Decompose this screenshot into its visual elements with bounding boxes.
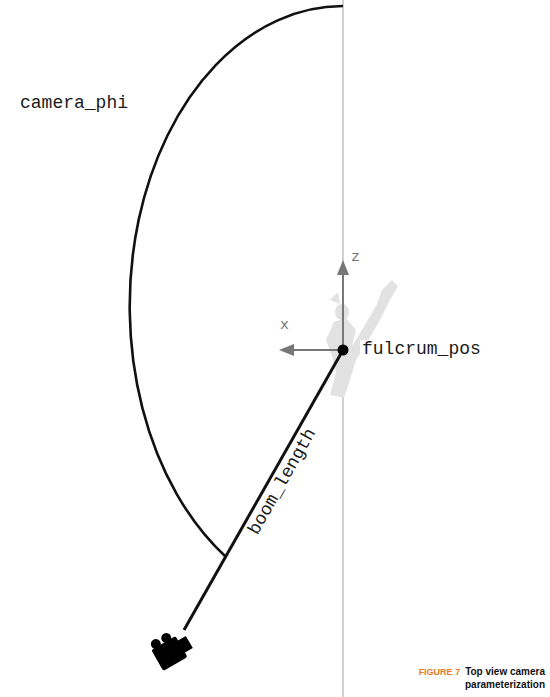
axis-label: x bbox=[280, 318, 289, 335]
character-silhouette bbox=[326, 280, 398, 398]
figure-caption: Top view camera parameterization bbox=[465, 666, 545, 690]
figure-number: FIGURE 7 bbox=[419, 667, 461, 677]
fulcrum-dot bbox=[338, 345, 349, 356]
phi-arc bbox=[130, 6, 343, 557]
caption-box: FIGURE 7 Top view camera parameterization bbox=[367, 666, 545, 691]
axes bbox=[279, 260, 349, 356]
angle-label: camera_phi bbox=[20, 94, 128, 114]
boom-line bbox=[184, 350, 343, 630]
axis-label: z bbox=[351, 250, 360, 267]
camera-icon bbox=[147, 625, 195, 671]
length-label: boom_length bbox=[245, 425, 321, 538]
position-label: fulcrum_pos bbox=[360, 340, 483, 360]
